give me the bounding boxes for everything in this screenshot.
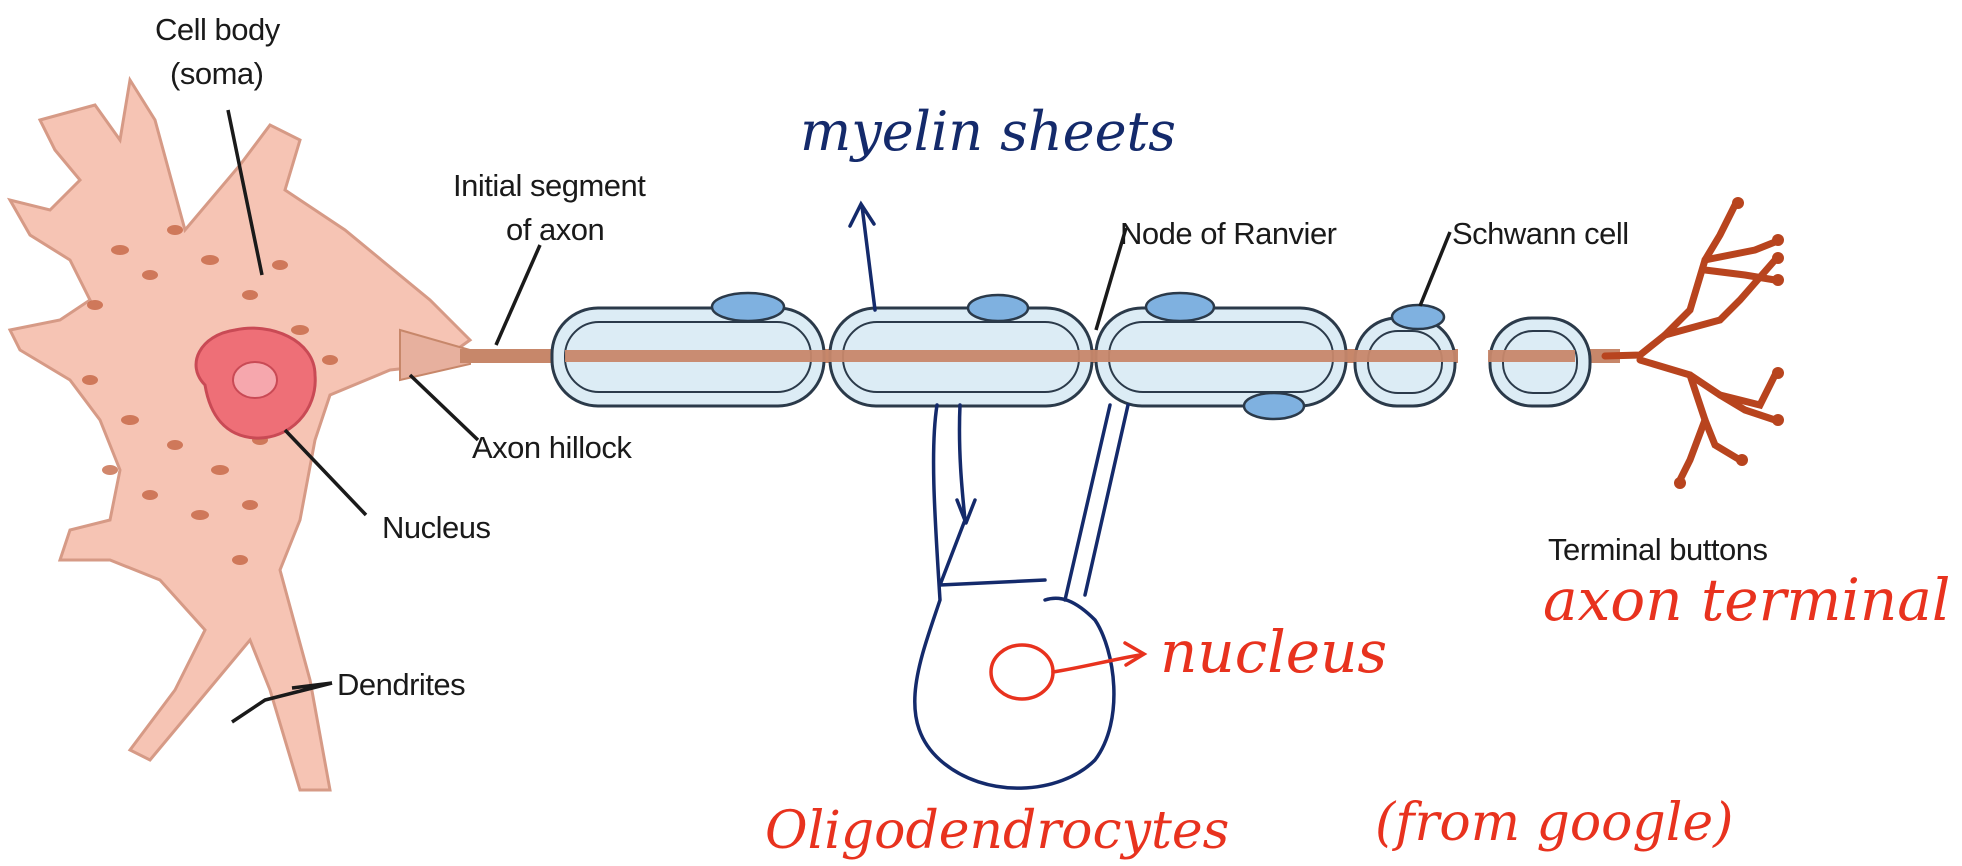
- label-schwann-cell: Schwann cell: [1452, 216, 1629, 251]
- label-initial-segment-2: of axon: [506, 212, 604, 247]
- myelin-arrow: [850, 204, 875, 310]
- label-cell-body: Cell body: [155, 12, 281, 47]
- annotation-myelin-sheets: myelin sheets: [800, 100, 1176, 163]
- label-terminal-buttons: Terminal buttons: [1548, 532, 1767, 567]
- oligodendrocyte-drawing: [915, 405, 1128, 788]
- annotation-axon-terminal: axon terminal: [1543, 566, 1950, 634]
- axon-terminal-branches: [1605, 205, 1775, 480]
- annotation-from-google: (from google): [1375, 793, 1733, 853]
- nucleolus: [233, 362, 277, 398]
- label-nucleus: Nucleus: [382, 510, 491, 545]
- label-soma: (soma): [170, 56, 263, 91]
- label-dendrites: Dendrites: [337, 667, 465, 702]
- label-node-of-ranvier: Node of Ranvier: [1120, 216, 1337, 251]
- annotation-nucleus: nucleus: [1160, 618, 1387, 686]
- axon-break: [1458, 300, 1488, 420]
- oligodendrocyte-nucleus: [991, 643, 1144, 699]
- label-initial-segment-1: Initial segment: [453, 168, 646, 203]
- annotation-oligodendrocytes: Oligodendrocytes: [765, 801, 1229, 861]
- terminal-buttons-dots: [1674, 197, 1784, 489]
- label-axon-hillock: Axon hillock: [472, 430, 632, 465]
